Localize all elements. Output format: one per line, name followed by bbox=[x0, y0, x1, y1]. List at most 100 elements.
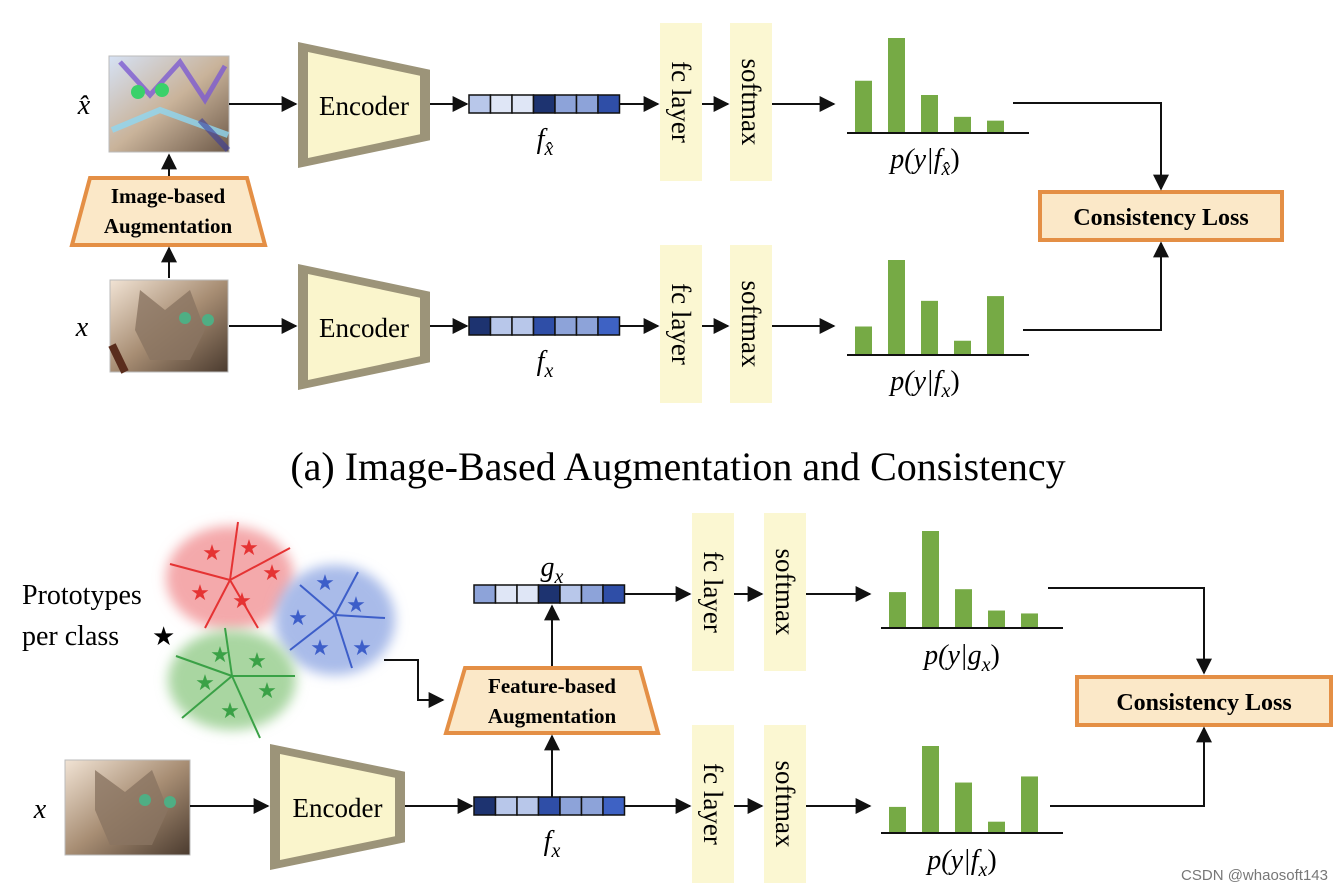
feature-cell bbox=[575, 316, 599, 336]
feature-cell bbox=[511, 316, 535, 336]
encoder-1: Encoder bbox=[298, 264, 430, 390]
fc-layer-b-1: fc layer bbox=[692, 725, 734, 883]
prob-bar bbox=[955, 782, 972, 833]
svg-text:★: ★ bbox=[262, 560, 282, 585]
svg-text:softmax: softmax bbox=[736, 59, 766, 146]
consistency-loss-box-b: Consistency Loss bbox=[1075, 675, 1333, 727]
feature-cell bbox=[554, 94, 578, 114]
feature-vector-a-0 bbox=[468, 94, 621, 114]
augmented-cat-image bbox=[108, 55, 231, 153]
prob-label-a-1: p(y|fx) bbox=[888, 366, 959, 402]
cat-image bbox=[108, 279, 229, 374]
prob-bar bbox=[988, 821, 1005, 833]
prob-bar bbox=[922, 531, 939, 628]
prob-bar bbox=[889, 806, 906, 833]
feature-cell bbox=[537, 584, 561, 604]
svg-text:★: ★ bbox=[220, 698, 240, 723]
input-label-x: x bbox=[75, 312, 89, 343]
cat-image-b bbox=[64, 759, 191, 856]
feature-cell bbox=[494, 796, 518, 816]
feature-cell bbox=[575, 94, 599, 114]
fc-layer-b-0: fc layer bbox=[692, 513, 734, 671]
prob-bar bbox=[921, 95, 938, 133]
feature-cell bbox=[554, 316, 578, 336]
svg-text:softmax: softmax bbox=[770, 549, 800, 636]
feature-based-augmentation-box: Feature-based Augmentation bbox=[443, 666, 661, 735]
svg-text:★: ★ bbox=[346, 592, 366, 617]
feature-cell bbox=[559, 584, 583, 604]
svg-text:★: ★ bbox=[247, 648, 267, 673]
feature-cell bbox=[597, 316, 621, 336]
prob-bar bbox=[889, 592, 906, 628]
svg-text:Image-based: Image-based bbox=[111, 184, 226, 208]
prob-bar bbox=[954, 340, 971, 355]
prob-label-b-0: p(y|gx) bbox=[922, 640, 1000, 676]
input-label-xhat: x̂ bbox=[77, 90, 91, 121]
svg-text:fc layer: fc layer bbox=[698, 551, 728, 633]
prob-bar bbox=[855, 80, 872, 133]
svg-text:★: ★ bbox=[352, 635, 372, 660]
svg-text:Consistency Loss: Consistency Loss bbox=[1073, 205, 1248, 231]
prob-bar bbox=[955, 589, 972, 628]
svg-text:★: ★ bbox=[195, 670, 215, 695]
svg-text:★: ★ bbox=[315, 570, 335, 595]
feature-cell bbox=[511, 94, 535, 114]
feature-label-b-1: fx bbox=[544, 826, 561, 862]
consistency-loss-box-a: Consistency Loss bbox=[1038, 190, 1284, 242]
svg-text:fc layer: fc layer bbox=[666, 61, 696, 143]
feature-vector-b-0 bbox=[473, 584, 626, 604]
feature-cell bbox=[473, 796, 497, 816]
prob-label-a-0: p(y|fx̂) bbox=[888, 144, 959, 180]
svg-text:★: ★ bbox=[202, 540, 222, 565]
per-class-label: per class bbox=[22, 621, 119, 652]
feature-cell bbox=[602, 796, 626, 816]
prototype-clusters: ★★ ★★ ★ ★★ ★★ ★ ★★ ★★ ★ bbox=[166, 521, 395, 739]
prob-bar bbox=[954, 116, 971, 133]
feature-cell bbox=[494, 584, 518, 604]
svg-text:softmax: softmax bbox=[770, 761, 800, 848]
svg-text:★: ★ bbox=[288, 605, 308, 630]
encoder-0: Encoder bbox=[298, 42, 430, 168]
feature-vector-b-1 bbox=[473, 796, 626, 816]
feature-cell bbox=[559, 796, 583, 816]
softmax-b-1: softmax bbox=[764, 725, 806, 883]
svg-text:★: ★ bbox=[310, 635, 330, 660]
prob-bar bbox=[921, 300, 938, 355]
svg-text:Encoder: Encoder bbox=[293, 793, 383, 823]
histogram-b-0 bbox=[881, 531, 1063, 629]
feature-cell bbox=[489, 94, 513, 114]
feature-cell bbox=[597, 94, 621, 114]
feature-cell bbox=[473, 584, 497, 604]
panel-a: x̂ x Image-based Augmentation Enc bbox=[69, 23, 1284, 489]
feature-vector-a-1 bbox=[468, 316, 621, 336]
fc-layer-a-0: fc layer bbox=[660, 23, 702, 181]
input-label-x-b: x bbox=[33, 794, 47, 825]
softmax-a-0: softmax bbox=[730, 23, 772, 181]
prob-bar bbox=[987, 296, 1004, 355]
feature-cell bbox=[468, 316, 492, 336]
prob-bar bbox=[888, 260, 905, 355]
panel-a-caption: (a) Image-Based Augmentation and Consist… bbox=[290, 444, 1065, 489]
feature-cell bbox=[602, 584, 626, 604]
feature-label-b-0: gx bbox=[541, 552, 564, 588]
prob-bar bbox=[1021, 776, 1038, 833]
softmax-b-0: softmax bbox=[764, 513, 806, 671]
histogram-a-0 bbox=[847, 38, 1029, 134]
svg-text:Consistency Loss: Consistency Loss bbox=[1116, 690, 1291, 716]
svg-text:Encoder: Encoder bbox=[319, 91, 409, 121]
feature-label-a-0: fx̂ bbox=[537, 124, 554, 160]
star-icon: ★ bbox=[152, 621, 175, 651]
feature-cell bbox=[489, 316, 513, 336]
feature-cell bbox=[516, 584, 540, 604]
svg-text:Encoder: Encoder bbox=[319, 313, 409, 343]
prob-bar bbox=[988, 610, 1005, 628]
histogram-a-1 bbox=[847, 260, 1029, 356]
svg-text:Feature-based: Feature-based bbox=[488, 674, 616, 698]
feature-label-a-1: fx bbox=[537, 346, 554, 382]
svg-text:fc layer: fc layer bbox=[698, 763, 728, 845]
feature-cell bbox=[537, 796, 561, 816]
svg-text:★: ★ bbox=[257, 678, 277, 703]
feature-cell bbox=[468, 94, 492, 114]
svg-text:softmax: softmax bbox=[736, 281, 766, 368]
panel-b: Prototypes per class ★ bbox=[22, 513, 1333, 883]
